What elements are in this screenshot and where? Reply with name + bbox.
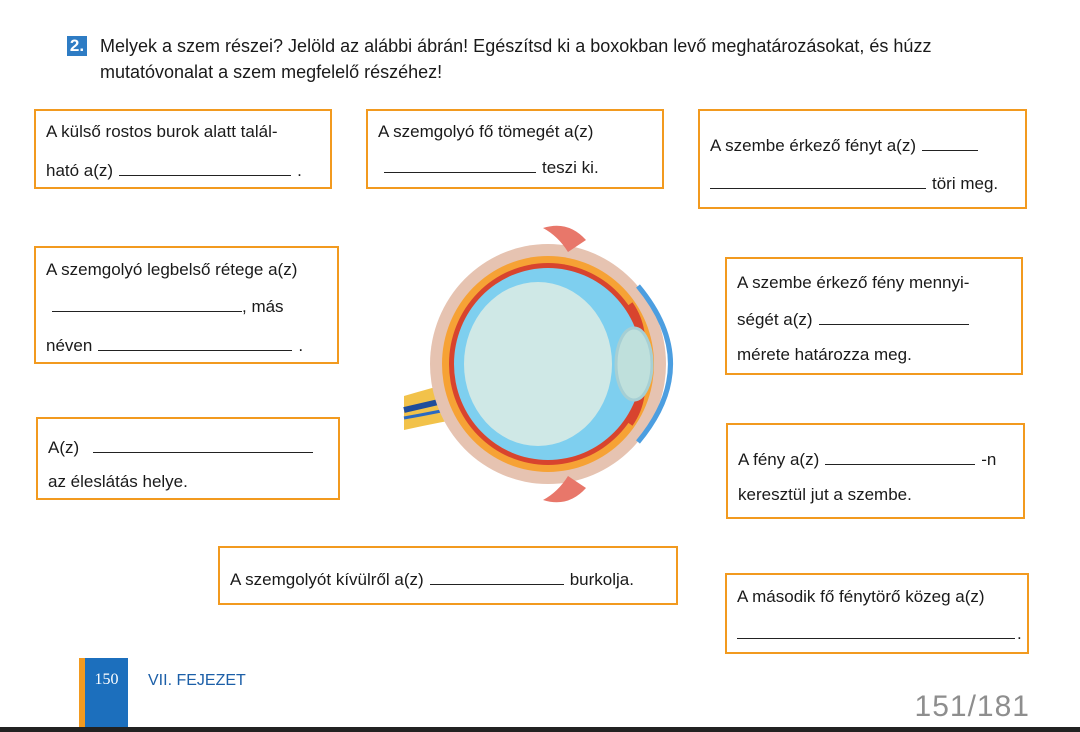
definition-box-4: A szemgolyó legbelső rétege a(z) , más n… (34, 246, 339, 364)
cornea (636, 284, 673, 444)
task-number-badge: 2. (67, 36, 87, 56)
box-7-text: A fény a(z) (738, 450, 820, 469)
chapter-label: VII. FEJEZET (148, 672, 246, 689)
box-6-text: A(z) (48, 438, 80, 457)
box-7-line-1: A fény a(z) -n (738, 450, 996, 470)
definition-box-1: A külső rostos burok alatt talál- ható a… (34, 109, 332, 189)
fill-blank-2[interactable] (384, 171, 536, 173)
definition-box-3: A szembe érkező fényt a(z) töri meg. (698, 109, 1027, 209)
box-1-line-1: A külső rostos burok alatt talál- (46, 122, 278, 141)
definition-box-2: A szemgolyó fő tömegét a(z) teszi ki. (366, 109, 664, 189)
fill-blank-4b[interactable] (98, 349, 293, 351)
box-5-text: ségét a(z) (737, 310, 813, 329)
box-1-text: ható a(z) (46, 161, 114, 180)
upper-muscle (543, 225, 586, 252)
fill-blank-9[interactable] (737, 637, 1015, 639)
box-4-period: . (298, 336, 304, 355)
box-5-line-3: mérete határozza meg. (737, 345, 912, 364)
box-5-line-2: ségét a(z) (737, 310, 975, 330)
lens (614, 326, 654, 402)
page-counter: 151/181 (914, 690, 1030, 723)
fill-blank-1[interactable] (119, 174, 292, 176)
box-1-line-2: ható a(z). (46, 161, 302, 181)
fill-blank-8[interactable] (429, 583, 564, 585)
box-5-line-1: A szembe érkező fény mennyi- (737, 273, 970, 292)
box-4-line-1: A szemgolyó legbelső rétege a(z) (46, 260, 298, 279)
box-8-text-2: burkolja. (569, 570, 634, 589)
footer-accent-blue (85, 658, 128, 728)
fill-blank-7[interactable] (825, 463, 976, 465)
box-9-line-1: A második fő fénytörő közeg a(z) (737, 587, 985, 606)
box-4-text: , más (242, 297, 284, 316)
fill-blank-4a[interactable] (52, 310, 242, 312)
box-3-line-1: A szembe érkező fényt a(z) (710, 136, 984, 156)
box-3-text: A szembe érkező fényt a(z) (710, 136, 916, 155)
lower-muscle (543, 476, 586, 503)
box-3-text-2: töri meg. (932, 174, 999, 193)
box-4-line-2: , más (52, 297, 284, 317)
box-6-line-1: A(z) (48, 438, 319, 458)
fill-blank-3b[interactable] (710, 187, 926, 189)
box-4-line-3: néven. (46, 336, 303, 356)
box-2-line-2: teszi ki. (384, 158, 599, 178)
definition-box-7: A fény a(z) -n keresztül jut a szembe. (726, 423, 1025, 519)
box-8-text: A szemgolyót kívülről a(z) (230, 570, 424, 589)
box-7-line-2: keresztül jut a szembe. (738, 485, 912, 504)
box-8-line-1: A szemgolyót kívülről a(z) burkolja. (230, 570, 634, 590)
box-7-suffix: -n (981, 450, 997, 469)
bottom-edge (0, 727, 1080, 732)
fill-blank-3a[interactable] (921, 149, 978, 151)
box-3-line-2: töri meg. (710, 174, 998, 194)
fill-blank-5[interactable] (818, 323, 969, 325)
vitreous-inner (464, 282, 612, 446)
box-9-line-2: . (737, 624, 1022, 644)
definition-box-9: A második fő fénytörő közeg a(z) . (725, 573, 1029, 654)
box-2-line-1: A szemgolyó fő tömegét a(z) (378, 122, 594, 141)
task-heading: 2. Melyek a szem részei? Jelöld az alább… (67, 33, 1027, 85)
eye-cross-section-diagram (403, 225, 698, 503)
page-number: 150 (94, 671, 119, 688)
box-4-text-2: néven (46, 336, 93, 355)
box-9-period: . (1017, 624, 1022, 643)
definition-box-8: A szemgolyót kívülről a(z) burkolja. (218, 546, 678, 605)
footer-accent-orange (79, 658, 85, 728)
box-2-text: teszi ki. (542, 158, 599, 177)
box-1-period: . (297, 161, 302, 180)
task-instruction: Melyek a szem részei? Jelöld az alábbi á… (100, 36, 932, 82)
fill-blank-6[interactable] (93, 451, 314, 453)
definition-box-5: A szembe érkező fény mennyi- ségét a(z) … (725, 257, 1023, 375)
definition-box-6: A(z) az éleslátás helye. (36, 417, 340, 500)
box-6-line-2: az éleslátás helye. (48, 472, 188, 491)
